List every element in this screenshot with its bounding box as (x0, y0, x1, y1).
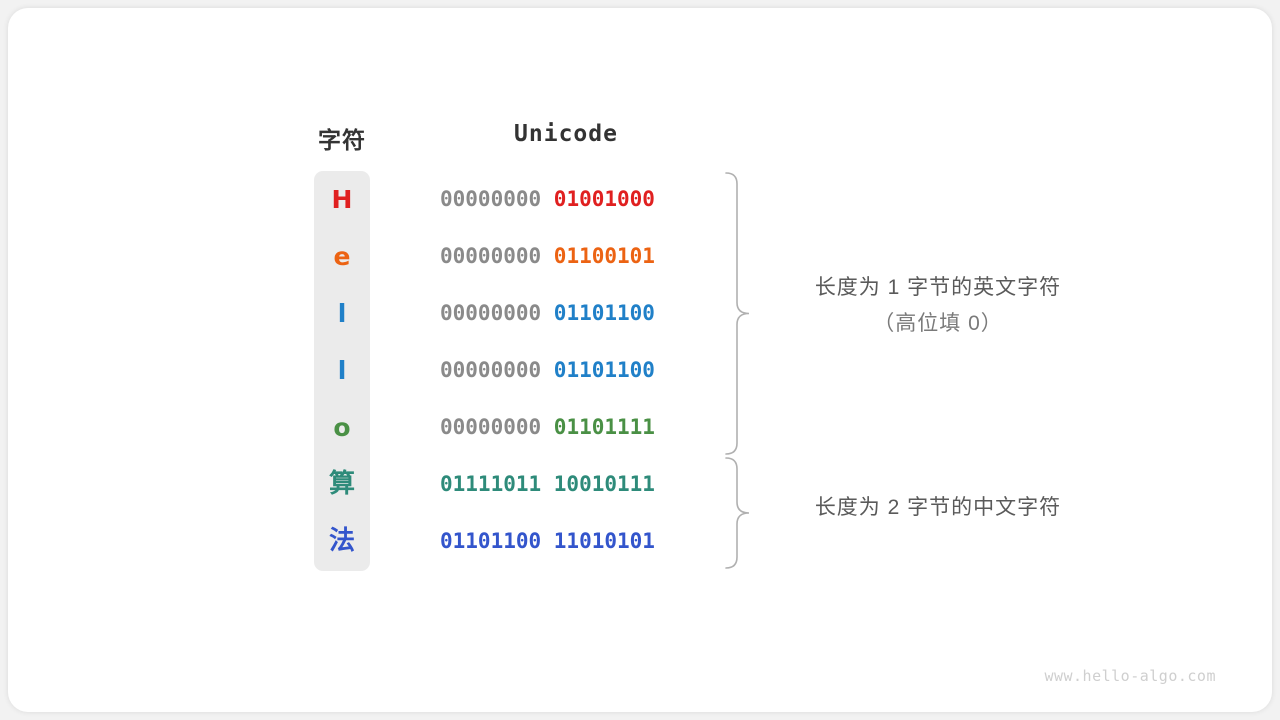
row-binary-value: 00000000 01101100 (440, 285, 692, 342)
row-padding-bits: 00000000 (440, 415, 554, 439)
table-row: o 00000000 01101111 (8, 399, 1272, 456)
column-header-character: 字符 (318, 127, 366, 153)
row-character: 算 (328, 469, 355, 499)
row-padding-bits: 00000000 (440, 301, 554, 325)
row-character: H (331, 185, 353, 214)
character-column-background (314, 171, 370, 571)
row-binary-value: 01111011 10010111 (440, 456, 692, 513)
row-code-bits: 01101100 (553, 301, 655, 325)
row-code-bits: 01001000 (553, 187, 655, 211)
table-row: e 00000000 01100101 (8, 228, 1272, 285)
table-row: 算 01111011 10010111 (8, 456, 1272, 513)
row-code-bits: 01111011 10010111 (440, 472, 655, 496)
annotation-two-byte: 长度为 2 字节的中文字符 (768, 490, 1108, 526)
row-character: l (337, 299, 347, 328)
row-binary-value: 00000000 01100101 (440, 228, 692, 285)
watermark-url: www.hello-algo.com (1044, 667, 1216, 685)
row-padding-bits: 00000000 (440, 358, 554, 382)
encoding-table: H 00000000 01001000 e 00000000 01100101 l 000… (8, 171, 1272, 571)
table-row: 法 01101100 11010101 (8, 513, 1272, 570)
row-character: e (333, 242, 351, 271)
row-binary-value: 00000000 01001000 (440, 171, 692, 228)
row-binary-value: 01101100 11010101 (440, 513, 692, 570)
annotation-two-byte-line1: 长度为 2 字节的中文字符 (814, 496, 1062, 519)
row-padding-bits: 00000000 (440, 187, 554, 211)
row-code-bits: 01101100 (553, 358, 655, 382)
row-binary-value: 00000000 01101111 (440, 399, 692, 456)
table-row: l 00000000 01101100 (8, 285, 1272, 342)
annotation-one-byte-line2: （高位填 0） (873, 312, 1003, 335)
row-character: o (333, 413, 351, 442)
row-code-bits: 01101111 (553, 415, 655, 439)
row-character: l (337, 356, 347, 385)
annotation-one-byte: 长度为 1 字节的英文字符 （高位填 0） (768, 270, 1108, 342)
row-code-bits: 01100101 (553, 244, 655, 268)
diagram-card: 字符 Unicode H 00000000 01001000 e 00000000 0… (8, 8, 1272, 712)
row-binary-value: 00000000 01101100 (440, 342, 692, 399)
table-row: H 00000000 01001000 (8, 171, 1272, 228)
row-padding-bits: 00000000 (440, 244, 554, 268)
row-code-bits: 01101100 11010101 (440, 529, 655, 553)
row-character: 法 (328, 526, 355, 556)
column-header-unicode: Unicode (514, 121, 618, 147)
table-row: l 00000000 01101100 (8, 342, 1272, 399)
annotation-one-byte-line1: 长度为 1 字节的英文字符 (814, 276, 1062, 299)
